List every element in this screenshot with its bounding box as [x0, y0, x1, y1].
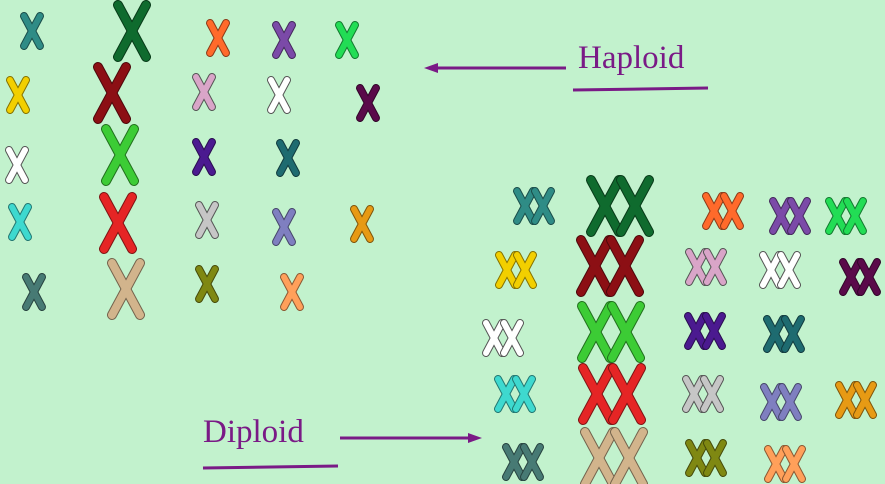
chromosome-icon [682, 375, 706, 413]
chromosome-icon [610, 427, 648, 484]
chromosome-icon [703, 248, 727, 286]
chromosome-icon [843, 197, 867, 235]
chromosome-icon [576, 235, 614, 297]
chromosome-icon [206, 19, 230, 57]
chromosome-icon [764, 445, 788, 483]
chromosome-icon [513, 251, 537, 289]
chromosome-icon [482, 319, 506, 357]
diploid-chromosome-set [482, 175, 881, 484]
chromosome-icon [356, 84, 380, 122]
chromosome-icon [787, 197, 811, 235]
chromosome-icon [839, 258, 863, 296]
chromosome-icon [835, 381, 859, 419]
chromosome-icon [853, 381, 877, 419]
chromosome-icon [857, 258, 881, 296]
chromosome-icon [272, 208, 296, 246]
chromosome-icon [192, 73, 216, 111]
chromosome-icon [5, 146, 29, 184]
chromosome-icon [684, 312, 708, 350]
chromosome-icon [280, 273, 304, 311]
chromosome-icon [6, 76, 30, 114]
chromosome-icon [192, 138, 216, 176]
chromosome-icon [759, 251, 783, 289]
chromosome-icon [107, 258, 145, 320]
chromosome-icon [113, 0, 151, 62]
chromosome-icon [778, 383, 802, 421]
chromosome-icon [276, 139, 300, 177]
chromosome-icon [781, 315, 805, 353]
chromosome-icon [520, 443, 544, 481]
chromosome-icon [825, 197, 849, 235]
chromosome-icon [495, 251, 519, 289]
chromosome-icon [760, 383, 784, 421]
chromosome-icon [607, 301, 645, 363]
chromosome-icon [494, 375, 518, 413]
chromosome-icon [350, 205, 374, 243]
haploid-underline [572, 86, 709, 92]
chromosome-icon [20, 12, 44, 50]
chromosome-icon [577, 301, 615, 363]
chromosome-icon [335, 21, 359, 59]
chromosome-icon [586, 175, 624, 237]
chromosome-icon [763, 315, 787, 353]
diploid-arrow [340, 433, 482, 443]
chromosome-icon [578, 363, 616, 425]
chromosome-icon [99, 192, 137, 254]
chromosome-icon [777, 251, 801, 289]
chromosome-icon [22, 273, 46, 311]
chromosome-icon [93, 62, 131, 124]
haploid-label: Haploid [578, 40, 685, 76]
chromosome-icon [267, 76, 291, 114]
chromosome-icon [700, 375, 724, 413]
chromosome-icon [502, 443, 526, 481]
chromosome-icon [272, 21, 296, 59]
chromosome-icon [703, 439, 727, 477]
chromosome-icon [8, 203, 32, 241]
chromosome-icon [782, 445, 806, 483]
chromosome-icon [702, 312, 726, 350]
chromosome-icon [195, 265, 219, 303]
chromosome-icon [512, 375, 536, 413]
chromosome-icon [500, 319, 524, 357]
chromosome-icon [606, 235, 644, 297]
chromosome-icon [616, 175, 654, 237]
chromosome-icon [580, 427, 618, 484]
chromosome-icon [685, 439, 709, 477]
chromosome-icon [769, 197, 793, 235]
haploid-arrow [424, 63, 566, 73]
haploid-chromosome-set [5, 0, 380, 320]
diploid-underline [202, 464, 339, 470]
chromosome-icon [702, 192, 726, 230]
diploid-label: Diploid [203, 414, 304, 450]
chromosome-icon [720, 192, 744, 230]
chromosome-icon [195, 201, 219, 239]
chromosome-icon [513, 187, 537, 225]
chromosome-icon [608, 363, 646, 425]
chromosome-icon [531, 187, 555, 225]
chromosome-icon [685, 248, 709, 286]
chromosome-icon [101, 124, 139, 186]
